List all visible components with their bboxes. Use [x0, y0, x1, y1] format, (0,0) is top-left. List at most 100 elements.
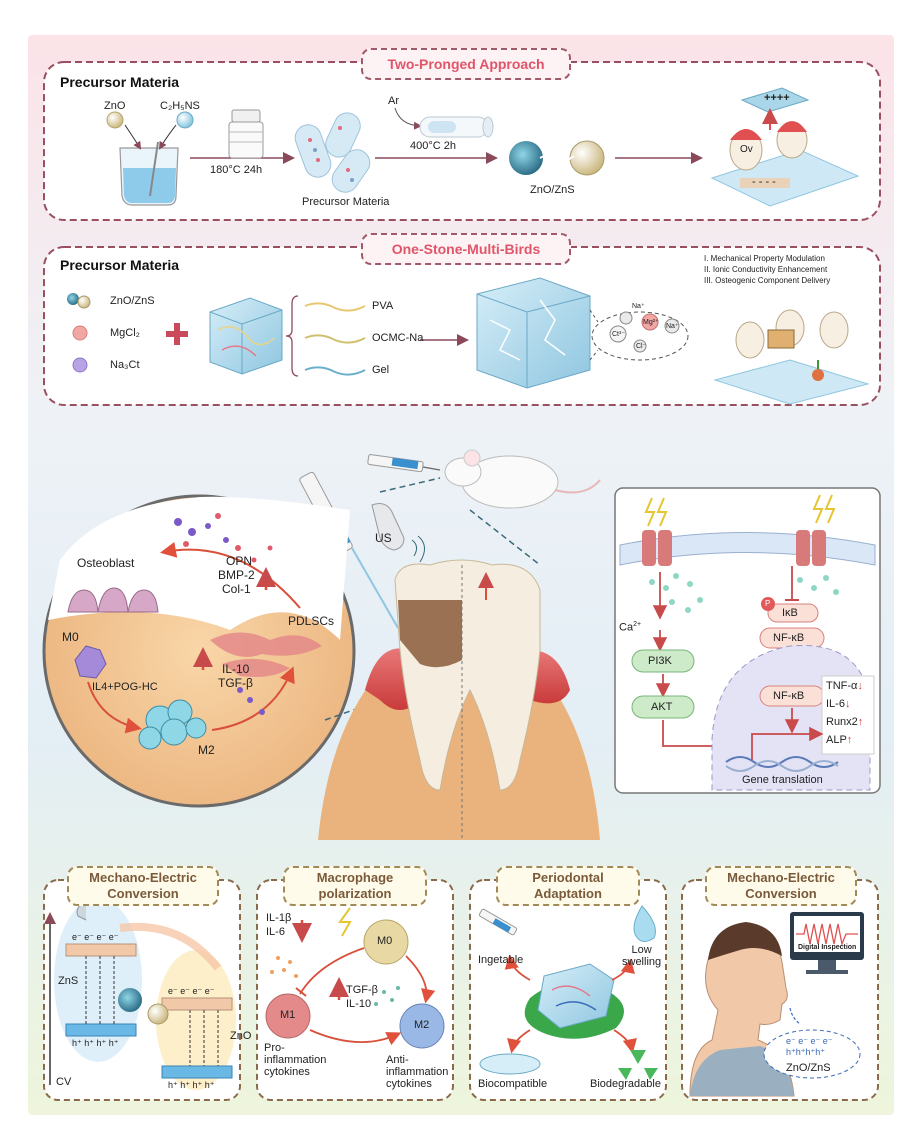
gene-translation-label: Gene translation [742, 774, 823, 786]
polymer-brace-icon [285, 295, 299, 377]
zns-particle-small-icon [118, 988, 142, 1012]
m2-label: M2 [198, 743, 215, 757]
section2-title: One-Stone-Multi-Birds [361, 233, 571, 265]
lightning-left-icon [644, 497, 656, 527]
lightning-right-icon [812, 494, 824, 524]
zns-dot-icon [67, 293, 79, 305]
phospho-label: P [765, 599, 771, 608]
zno-dot-icon [77, 295, 91, 309]
beaker-icon [119, 141, 179, 206]
us-label: US [375, 531, 392, 545]
ion-na-1: Na⁺ [632, 303, 645, 310]
recycle-icon [618, 1050, 658, 1080]
ocmc-chain-icon [304, 334, 366, 344]
osteoblast-label: Osteoblast [77, 556, 135, 570]
bmp2-label: BMP-2 [218, 568, 255, 582]
cycle-arrow [119, 922, 222, 971]
section1-heading: Precursor Materia [60, 74, 180, 90]
polymer-ocmc: OCMC-Na [372, 332, 424, 344]
p2-il10: IL-10 [346, 998, 372, 1010]
bottom-electrode-2 [161, 1065, 233, 1079]
product-label: ZnO/ZnS [530, 184, 575, 196]
p1-electrons-2: e⁻ e⁻ e⁻ e⁻ [168, 986, 215, 996]
p1-zno-label: ZnO [230, 1030, 252, 1042]
ingredient-mgcl2: MgCl₂ [110, 327, 140, 339]
marker-list-box [821, 675, 875, 755]
akt-label: AKT [651, 701, 673, 713]
m0-cell [363, 919, 409, 965]
hydrogel-cube-icon [209, 297, 283, 375]
syringe-top-icon [367, 454, 441, 473]
bottom-electrode [65, 1023, 137, 1037]
p4-charges: e⁻ e⁻ e⁻ e⁻h⁺h⁺h⁺h⁺ [786, 1036, 833, 1057]
zno-particle-icon [569, 140, 605, 176]
ion-zoom-ellipse [591, 311, 689, 361]
plus-charges: ++++ [764, 92, 790, 104]
na3ct-dot-icon [72, 357, 88, 373]
marker-runx2: Runx2↑ [826, 716, 864, 728]
petri-dish-icon [479, 1053, 541, 1075]
il4-label: IL4+POG-HC [92, 681, 158, 693]
m2-cell [399, 1003, 445, 1049]
cell-membrane [619, 532, 876, 566]
monitor-icon [790, 912, 864, 974]
injectable-syringe-icon [478, 908, 518, 936]
tgfb-label: TGF-β [218, 676, 253, 690]
m1-cell [265, 993, 311, 1039]
ikb-box [767, 603, 819, 623]
gel-chain-icon [304, 366, 366, 376]
mgcl2-dot-icon [72, 325, 88, 341]
p2-tgfb: TGF-β [346, 984, 378, 996]
nfkb-label-2: NF-κB [773, 690, 805, 702]
pi3k-box [631, 649, 695, 673]
p2-il1b: IL-1β [266, 912, 292, 924]
polymer-gel: Gel [372, 364, 390, 376]
characters-on-ice-illustration [713, 309, 870, 405]
function-2: II. Ionic Conductivity Enhancement [704, 265, 828, 274]
marker-alp: ALP↑ [826, 734, 853, 746]
temp1-label: 180°C 24h [210, 164, 263, 176]
zno-zns-bubble [763, 1029, 861, 1079]
function-3: III. Osteogenic Component Delivery [704, 276, 831, 285]
ca-label: Ca2+ [619, 621, 642, 634]
ov-label: Ov [740, 144, 753, 155]
p2-m1: M1 [280, 1009, 296, 1021]
marker-il6: IL-6↓ [826, 698, 851, 710]
ion-mg: Mg²⁺ [643, 319, 659, 326]
m0-label: M0 [62, 630, 79, 644]
conductive-hydrogel-cube-icon [476, 277, 591, 389]
nfkb-label-1: NF-κB [773, 632, 805, 644]
polymer-pva: PVA [372, 300, 394, 312]
minus-charges: - - - - [752, 176, 776, 188]
c2h5ns-label: C₂H₅NS [160, 100, 200, 112]
zns-particle-icon [509, 141, 543, 175]
pva-chain-icon [304, 302, 366, 312]
p4-product: ZnO/ZnS [786, 1062, 831, 1074]
ion-channel-left-icon [642, 530, 672, 566]
ion-channel-right-icon [796, 530, 826, 566]
dna-helix-icon [725, 756, 839, 768]
p1-holes: h⁺ h⁺ h⁺ h⁺ [72, 1038, 119, 1048]
p3-biocompatible: Biocompatible [478, 1078, 548, 1090]
ultrasound-probe-icon [371, 503, 425, 563]
top-electrode [65, 943, 137, 957]
p2-m0: M0 [377, 935, 393, 947]
p1-electrons: e⁻ e⁻ e⁻ e⁻ [72, 932, 119, 942]
mouse-illustration [444, 449, 601, 509]
opn-label: OPN [226, 554, 253, 568]
ikb-label: IκB [782, 607, 798, 619]
top-electrode-2 [161, 997, 233, 1011]
ar-label: Ar [388, 95, 399, 107]
zno-sphere-icon [106, 111, 124, 129]
ion-ct: Ct³⁻ [612, 331, 626, 338]
zoom-circle [42, 494, 356, 808]
autoclave-icon [228, 109, 264, 159]
marker-tnfa: TNF-α↓ [826, 680, 863, 692]
section1-title: Two-Pronged Approach [361, 48, 571, 80]
zno-label: ZnO [104, 100, 126, 112]
